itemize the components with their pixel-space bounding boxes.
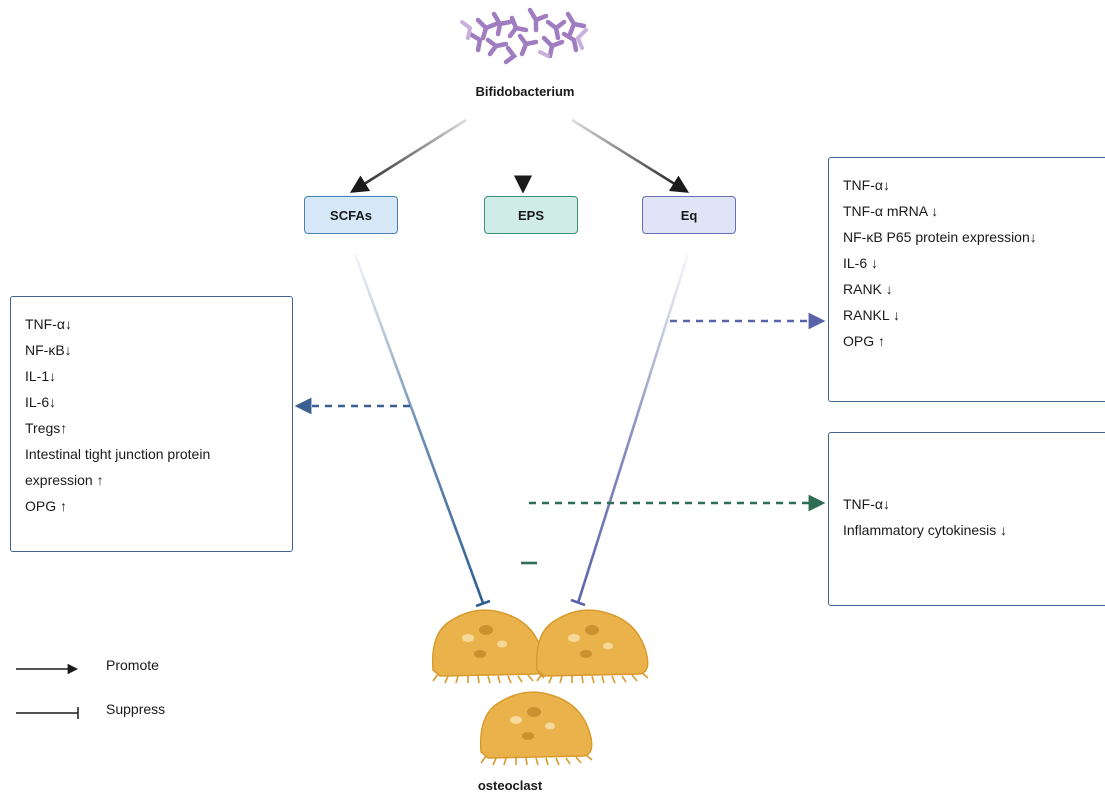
suppress-line-eq	[570, 253, 690, 607]
osteoclast-cell-icon	[431, 609, 649, 766]
effect-item: NF-κB P65 protein expression↓	[843, 229, 1037, 245]
suppress-line-eps	[521, 254, 537, 565]
eq-node: Eq	[642, 196, 736, 234]
effect-item: Tregs↑	[25, 420, 68, 436]
scfas-effects-box: TNF-α↓ NF-κB↓ IL-1↓ IL-6↓ Tregs↑ Intesti…	[10, 296, 293, 552]
effect-item: Inflammatory cytokinesis ↓	[843, 522, 1008, 538]
effect-item: TNF-α mRNA ↓	[843, 203, 939, 219]
eps-effects-box: TNF-α↓ Inflammatory cytokinesis ↓	[828, 432, 1105, 606]
suppress-line-scfas	[353, 253, 491, 608]
effect-item: Intestinal tight junction protein expres…	[25, 446, 211, 488]
effect-item: RANKL ↓	[843, 307, 901, 323]
effect-item: RANK ↓	[843, 281, 893, 297]
effect-item: TNF-α↓	[843, 177, 890, 193]
osteoclast-label: osteoclast	[477, 778, 543, 793]
bifidobacterium-label: Bifidobacterium	[475, 84, 575, 99]
effect-item: TNF-α↓	[25, 316, 72, 332]
legend-suppress-bar	[16, 707, 79, 719]
effect-item: OPG ↑	[25, 498, 68, 514]
effect-item: TNF-α↓	[843, 496, 890, 512]
legend-promote-label: Promote	[106, 657, 159, 673]
scfas-node: SCFAs	[304, 196, 398, 234]
effect-item: OPG ↑	[843, 333, 886, 349]
promote-arrow-eq	[571, 118, 690, 193]
legend-suppress-label: Suppress	[106, 701, 166, 717]
effect-item: IL-1↓	[25, 368, 57, 384]
effect-item: IL-6 ↓	[843, 255, 879, 271]
effect-item: IL-6↓	[25, 394, 57, 410]
promote-arrow-scfas	[349, 118, 467, 193]
bifidobacterium-icon	[460, 7, 588, 65]
effect-item: NF-κB↓	[25, 342, 72, 358]
eps-node: EPS	[484, 196, 578, 234]
eq-effects-box: TNF-α↓ TNF-α mRNA ↓ NF-κB P65 protein ex…	[828, 157, 1105, 402]
